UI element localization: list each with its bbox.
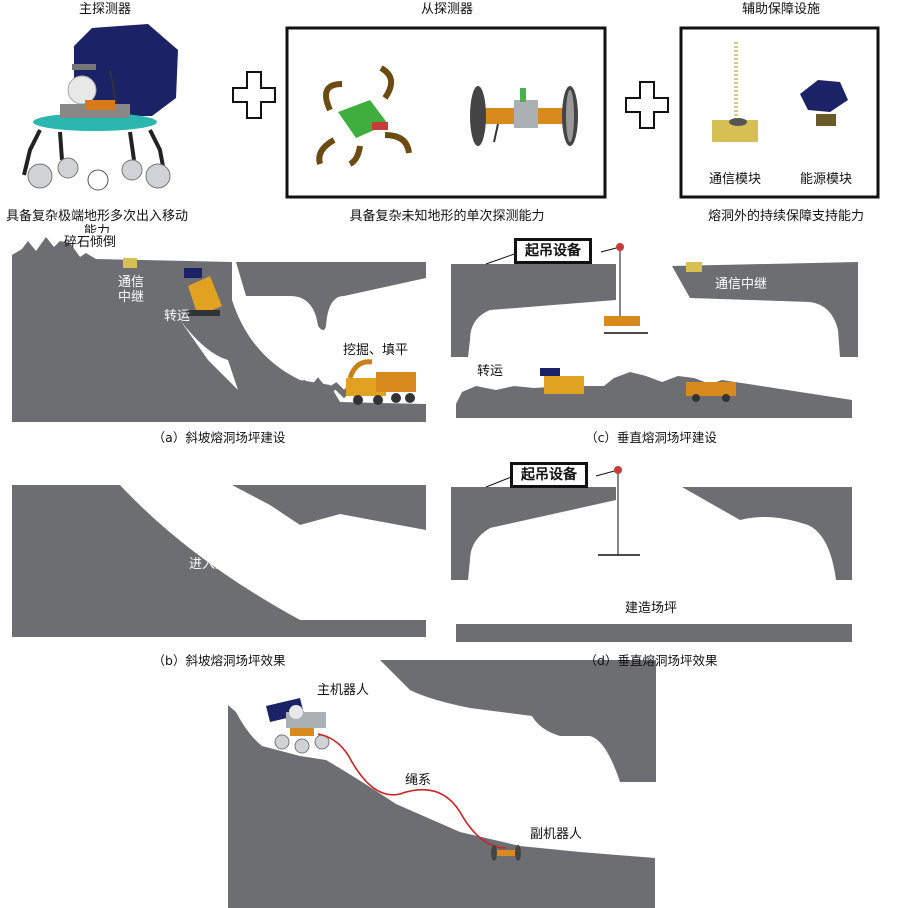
relay-label-c: 通信中继 <box>715 277 767 292</box>
plus-icon-2 <box>626 82 668 128</box>
caption-b: （b）斜坡熔洞场坪效果 <box>153 653 286 668</box>
comm-module-label: 通信模块 <box>709 172 761 187</box>
sub-probe-caption: 具备复杂未知地形的单次探测能力 <box>349 209 544 224</box>
panel-d-terrain <box>451 487 852 642</box>
tether-label: 绳系 <box>405 773 431 788</box>
caption-a: （a）斜坡熔洞场坪建设 <box>153 430 286 445</box>
sub-probe-title: 从探测器 <box>421 2 473 17</box>
main-robot-label: 主机器人 <box>317 683 369 698</box>
transfer-label-a: 转运 <box>164 309 190 324</box>
passage-label-d: 悬吊进入通道 <box>624 539 702 554</box>
site-label-b: 建造场坪 <box>335 601 387 616</box>
caption-d: （d）垂直熔洞场坪效果 <box>585 653 718 668</box>
relay-device-a <box>123 258 137 268</box>
transfer-label-c: 转运 <box>477 364 503 379</box>
rubble-label: 碎石倾倒 <box>64 235 116 250</box>
plus-icon-1 <box>233 72 275 118</box>
excavator-group-a <box>346 362 416 405</box>
main-probe-title: 主探测器 <box>79 2 131 17</box>
relay-device-c <box>686 262 702 272</box>
passage-label-b: 进入通道 <box>189 557 241 572</box>
aux-facility-title: 辅助保障设施 <box>742 2 820 17</box>
main-probe-caption: 具备复杂极端地形多次出入移动能力 <box>4 209 190 233</box>
dig-fill-label: 挖掘、填平 <box>343 343 408 358</box>
caption-c: （c）垂直熔洞场坪建设 <box>585 430 717 445</box>
panel-e-terrain <box>228 660 656 908</box>
sub-robot-label: 副机器人 <box>530 827 582 842</box>
power-module-label: 能源模块 <box>800 172 852 187</box>
site-label-d: 建造场坪 <box>625 601 677 616</box>
panel-c-terrain <box>451 262 858 418</box>
main-robot-illustration <box>266 698 329 753</box>
crane-label-c: 起吊设备 <box>514 238 592 264</box>
aux-facility-caption: 熔洞外的持续保障支持能力 <box>708 209 864 224</box>
crane-label-d: 起吊设备 <box>510 462 588 488</box>
main-probe-illustration <box>24 24 178 190</box>
transfer-vehicle-c <box>540 368 584 394</box>
relay-label-a: 通信中继 <box>117 275 145 305</box>
